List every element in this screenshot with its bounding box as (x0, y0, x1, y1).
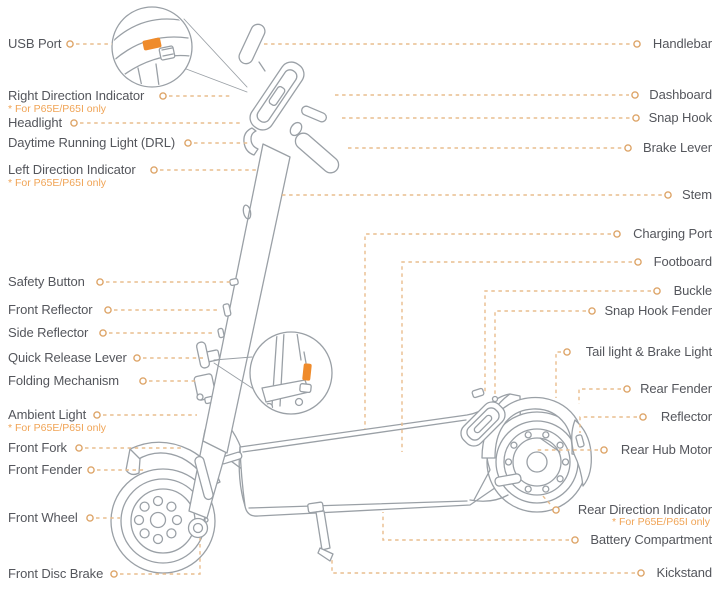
leader-marker-front-fender (87, 466, 95, 474)
snap-hook-shape (243, 127, 259, 156)
leader-marker-stem (664, 191, 672, 199)
leader-marker-rear-direction-indicator (552, 506, 560, 514)
leader-marker-rear-hub-motor (600, 446, 608, 454)
label-right-direction-indicator: Right Direction Indicator (8, 88, 145, 103)
leader-line-footboard (401, 261, 632, 452)
leader-marker-dashboard (631, 91, 639, 99)
label-note-right-direction-indicator: * For P65E/P65I only (8, 103, 107, 115)
leader-marker-ambient-light (93, 411, 101, 419)
leader-marker-safety-button (96, 278, 104, 286)
leader-lines (76, 43, 662, 575)
leader-marker-front-fork (75, 444, 83, 452)
leader-marker-usb-port (66, 40, 74, 48)
right-grip-shape (294, 132, 340, 174)
dashboard-shape (249, 61, 305, 131)
leader-marker-tail-light-brake-light (563, 348, 571, 356)
leader-line-snap-hook-fender (494, 310, 586, 396)
label-tail-light-brake-light: Tail light & Brake Light (585, 344, 712, 359)
label-rear-direction-indicator: Rear Direction Indicator (577, 502, 712, 517)
brake-lever-shape (301, 105, 327, 123)
label-stem: Stem (682, 187, 712, 202)
label-note-left-direction-indicator: * For P65E/P65I only (8, 177, 107, 189)
usb-port-highlight (142, 37, 162, 51)
folding-mechanism-detail-inset (213, 331, 333, 415)
label-note-rear-direction-indicator: * For P65E/P65I only (611, 516, 710, 528)
label-left-direction-indicator: Left Direction Indicator (8, 162, 136, 177)
left-grip-shape (238, 23, 266, 65)
label-quick-release-lever: Quick Release Lever (8, 350, 127, 365)
label-front-fork: Front Fork (8, 440, 67, 455)
leader-marker-front-reflector (104, 306, 112, 314)
stem-shape (202, 143, 291, 454)
label-front-disc-brake: Front Disc Brake (8, 566, 104, 581)
label-usb-port: USB Port (8, 36, 62, 51)
tail-light-shape (460, 401, 506, 447)
leader-marker-snap-hook (632, 114, 640, 122)
leader-line-buckle (484, 290, 651, 392)
leader-marker-quick-release-lever (133, 354, 141, 362)
kickstand-shape (307, 501, 334, 562)
leader-marker-snap-hook-fender (588, 307, 596, 315)
label-daytime-running-light: Daytime Running Light (DRL) (8, 135, 176, 150)
leader-marker-front-wheel (86, 514, 94, 522)
rear-fender-shape (481, 396, 585, 459)
label-brake-lever: Brake Lever (643, 140, 712, 155)
leader-marker-rear-fender (623, 385, 631, 393)
folding-latch-highlight (302, 363, 312, 381)
leader-marker-reflector (639, 413, 647, 421)
label-ambient-light: Ambient Light (8, 407, 87, 422)
label-rear-hub-motor: Rear Hub Motor (620, 442, 712, 457)
label-reflector: Reflector (660, 409, 712, 424)
leader-line-tail-light-brake-light (555, 351, 561, 398)
label-front-fender: Front Fender (8, 462, 82, 477)
label-dashboard: Dashboard (649, 87, 712, 102)
label-battery-compartment: Battery Compartment (590, 532, 712, 547)
leader-line-kickstand (331, 560, 635, 574)
leader-marker-folding-mechanism (139, 377, 147, 385)
label-front-wheel: Front Wheel (8, 510, 78, 525)
leader-marker-kickstand (637, 569, 645, 577)
label-front-reflector: Front Reflector (8, 302, 93, 317)
label-folding-mechanism: Folding Mechanism (8, 373, 120, 388)
leader-marker-left-direction-indicator (150, 166, 158, 174)
leader-marker-daytime-running-light (184, 139, 192, 147)
leader-marker-side-reflector (99, 329, 107, 337)
leader-marker-footboard (634, 258, 642, 266)
label-charging-port: Charging Port (633, 226, 712, 241)
front-wheel-shape (110, 468, 216, 574)
label-footboard: Footboard (653, 254, 712, 269)
label-note-ambient-light: * For P65E/P65I only (8, 422, 107, 434)
leader-marker-battery-compartment (571, 536, 579, 544)
leader-line-front-disc-brake (120, 538, 201, 575)
leader-line-reflector (579, 416, 637, 433)
label-snap-hook-fender: Snap Hook Fender (604, 303, 712, 318)
leader-marker-buckle (653, 287, 661, 295)
leader-line-rear-direction-indicator (541, 494, 551, 505)
leader-marker-right-direction-indicator (159, 92, 167, 100)
label-buckle: Buckle (673, 283, 713, 298)
usb-port-detail-inset (111, 6, 248, 93)
label-side-reflector: Side Reflector (8, 325, 89, 340)
scooter-illustration (110, 23, 592, 574)
label-kickstand: Kickstand (656, 565, 713, 580)
leader-marker-handlebar (633, 40, 641, 48)
label-rear-fender: Rear Fender (640, 381, 712, 396)
leader-line-rear-fender (578, 388, 621, 404)
label-handlebar: Handlebar (652, 36, 712, 51)
leader-marker-brake-lever (624, 144, 632, 152)
leader-line-battery-compartment (382, 512, 569, 541)
leader-marker-front-disc-brake (110, 570, 118, 578)
label-headlight: Headlight (8, 115, 63, 130)
leader-markers (66, 40, 672, 578)
label-snap-hook: Snap Hook (648, 110, 713, 125)
leader-marker-headlight (70, 119, 78, 127)
leader-marker-charging-port (613, 230, 621, 238)
label-safety-button: Safety Button (8, 274, 85, 289)
